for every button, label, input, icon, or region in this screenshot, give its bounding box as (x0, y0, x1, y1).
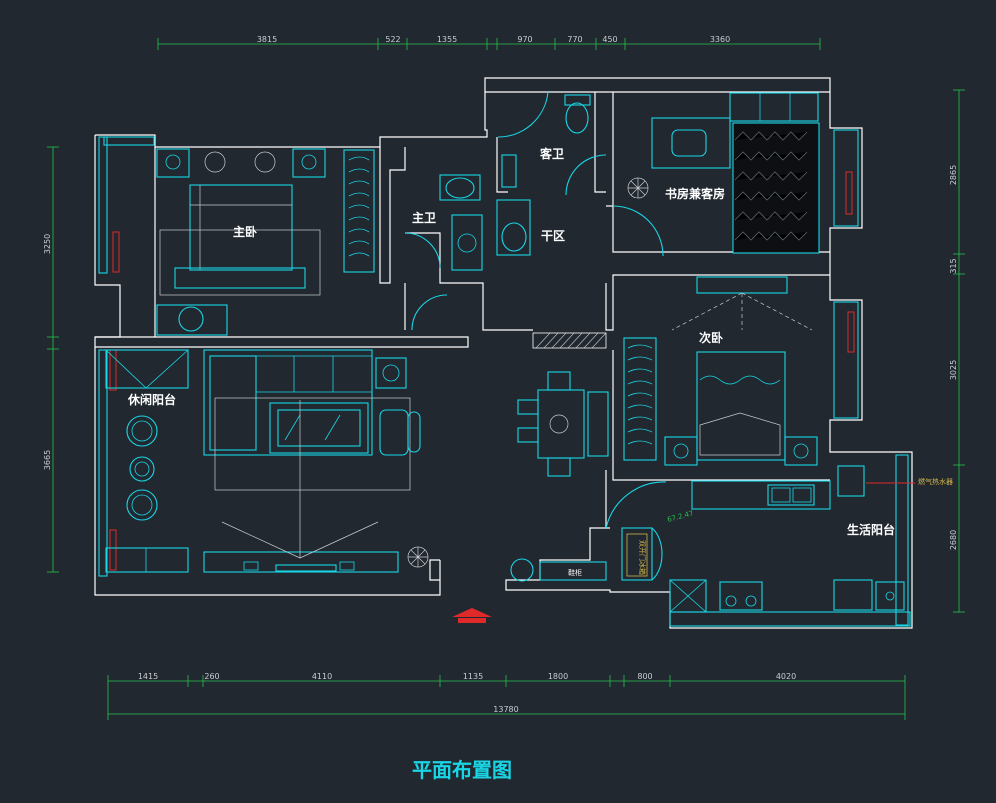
room-service-balcony: 生活阳台 (847, 522, 895, 537)
dining-furniture (510, 371, 609, 582)
living-room-furniture (105, 349, 429, 573)
dim-left-1: 3665 (43, 450, 52, 470)
dim-top-5: 450 (602, 35, 617, 44)
dimension-left: 3250 3665 (43, 146, 59, 573)
red-markers (109, 171, 915, 571)
room-master-bedroom: 主卧 (233, 224, 257, 239)
room-leisure-balcony: 休闲阳台 (127, 392, 176, 407)
shoe-cabinet-label: 鞋柜 (568, 568, 582, 577)
dim-bottom-5: 800 (637, 672, 652, 681)
master-bath-fixtures (404, 174, 483, 331)
dim-bottom-6: 4020 (776, 672, 796, 681)
angle-label: 67.2.47 (666, 509, 694, 524)
dim-right-0: 2865 (949, 165, 958, 185)
dim-right-2: 3025 (949, 360, 958, 380)
dimension-top: 3815 522 1355 970 770 450 3360 (157, 35, 821, 50)
dry-area-fixtures (496, 199, 664, 257)
room-master-bath: 主卫 (412, 210, 436, 225)
windows (98, 129, 911, 627)
hatched-wall (532, 332, 607, 349)
dim-bottom-1: 260 (204, 672, 219, 681)
kitchen-furniture (539, 465, 905, 613)
dim-top-4: 770 (567, 35, 582, 44)
study-furniture (627, 92, 820, 254)
dim-top-3: 970 (517, 35, 532, 44)
dimension-bottom: 1415 260 4110 1135 1800 800 4020 13780 (107, 672, 906, 720)
room-study-guest: 书房兼客房 (665, 186, 725, 201)
master-bedroom-furniture (156, 148, 375, 336)
dim-bottom-3: 1135 (463, 672, 483, 681)
dim-top-0: 3815 (257, 35, 277, 44)
dim-right-1: 315 (949, 258, 958, 273)
dim-bottom-0: 1415 (138, 672, 158, 681)
water-heater-label: 燃气热水器 (918, 477, 953, 486)
cabinet-label: 双开门冰箱 (638, 540, 647, 575)
dim-top-2: 1355 (437, 35, 457, 44)
dim-top-1: 522 (385, 35, 400, 44)
room-second-bedroom: 次卧 (699, 330, 723, 345)
dim-top-6: 3360 (710, 35, 730, 44)
guest-bath-fixtures (497, 91, 607, 196)
room-dry-area: 干区 (541, 229, 565, 243)
entrance-arrow-icon (452, 608, 492, 623)
dim-left-0: 3250 (43, 234, 52, 254)
drawing-title: 平面布置图 (412, 758, 512, 782)
dim-bottom-2: 4110 (312, 672, 332, 681)
dim-bottom-total: 13780 (493, 705, 518, 714)
walls (94, 77, 913, 629)
dim-bottom-4: 1800 (548, 672, 568, 681)
dim-right-3: 2680 (949, 530, 958, 550)
room-guest-bath: 客卫 (539, 146, 564, 161)
dimension-right: 2865 315 3025 2680 (949, 89, 965, 613)
second-bedroom-furniture (623, 276, 818, 466)
